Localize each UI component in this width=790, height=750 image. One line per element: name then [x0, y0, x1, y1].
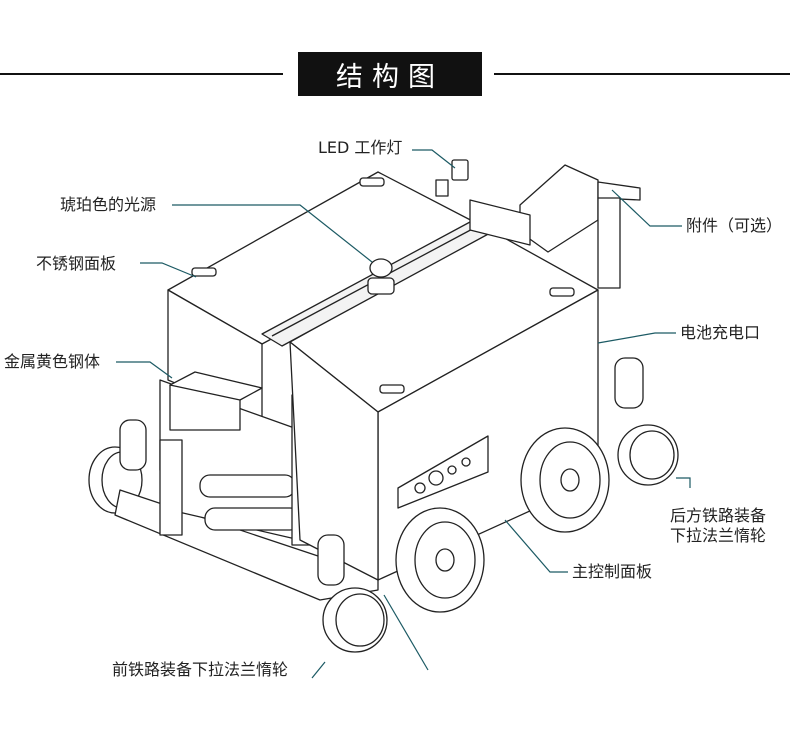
roller-1	[199, 474, 296, 498]
label-amber-light: 琥珀色的光源	[60, 195, 157, 214]
label-rear-rail-wheel-1: 后方铁路装备	[670, 506, 767, 525]
label-yellow-steel-body: 金属黄色钢体	[4, 352, 101, 371]
rear-rail-wheel	[614, 357, 679, 486]
handle-1	[359, 177, 385, 187]
handle-2	[191, 267, 217, 277]
main-wheel-front	[395, 507, 485, 613]
label-attachment-optional: 附件（可选）	[686, 216, 783, 235]
label-main-control-panel: 主控制面板	[572, 562, 653, 581]
main-wheel-rear	[520, 427, 610, 533]
leader-lines	[116, 149, 691, 679]
header-rule-right	[494, 73, 790, 75]
label-stainless-panel: 不锈钢面板	[36, 254, 117, 273]
front-rail-wheel	[317, 534, 388, 653]
header-rule-left	[0, 73, 283, 75]
label-front-rail-wheel: 前铁路装备下拉法兰惰轮	[112, 660, 289, 679]
handle-4	[379, 384, 405, 394]
control-panel	[397, 435, 489, 509]
label-rear-rail-wheel-2: 下拉法兰惰轮	[670, 526, 767, 545]
right-housing-left	[289, 341, 379, 581]
led-work-light	[435, 159, 469, 197]
label-battery-charge-port: 电池充电口	[680, 323, 761, 342]
page-title: 结构图	[298, 52, 482, 96]
label-led-work-light: LED 工作灯	[318, 138, 403, 157]
handle-3	[549, 287, 575, 297]
roller-2	[204, 507, 301, 531]
left-post	[159, 439, 183, 536]
amber-light	[367, 258, 395, 295]
attachment	[469, 164, 641, 289]
left-box-top	[169, 371, 263, 401]
left-rail-damper	[119, 419, 147, 471]
